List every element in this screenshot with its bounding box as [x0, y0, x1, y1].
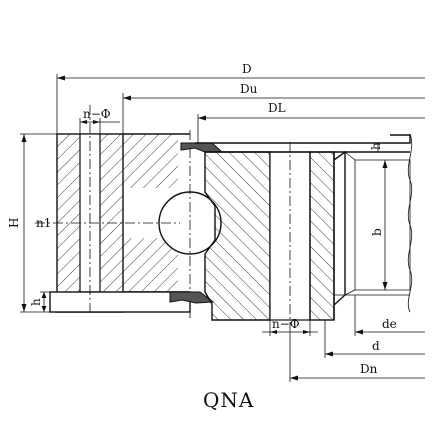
dimension-de: de — [354, 295, 425, 336]
dimension-d: d — [324, 320, 425, 358]
top-seal — [180, 142, 224, 153]
dimension-label-d: d — [372, 339, 380, 353]
dimension-h-left: h — [29, 291, 57, 312]
label-n1: n1 — [36, 216, 51, 230]
gear-teeth — [195, 133, 413, 321]
dimension-label-H: H — [7, 218, 21, 228]
dimension-label-hole-top: n−Φ — [83, 107, 111, 121]
bottom-seal — [169, 291, 215, 304]
dimension-label-b: b — [370, 228, 384, 236]
dimension-D: D — [56, 62, 425, 134]
dimension-label-Dn: Dn — [360, 362, 378, 376]
dimension-label-de: de — [382, 317, 397, 331]
inner-ring — [204, 151, 335, 321]
dimension-label-D: D — [242, 62, 252, 76]
dimension-Du: Du — [122, 82, 425, 134]
dimension-label-Du: Du — [240, 82, 258, 96]
diagram-caption: QNA — [203, 388, 254, 412]
dimension-label-hole-bottom: n−Φ — [272, 317, 300, 331]
dimension-hole-top: n−Φ — [79, 107, 120, 134]
dimension-h-right: h — [369, 142, 383, 152]
dimension-H: H — [7, 133, 57, 313]
dimension-label-DL: DL — [268, 101, 286, 115]
dimension-Dn: Dn — [289, 330, 425, 382]
dimension-label-h-left: h — [29, 298, 43, 306]
dimension-label-h-right: h — [369, 142, 383, 150]
dimension-DL: DL — [197, 101, 425, 143]
dimension-b: b — [370, 160, 388, 290]
